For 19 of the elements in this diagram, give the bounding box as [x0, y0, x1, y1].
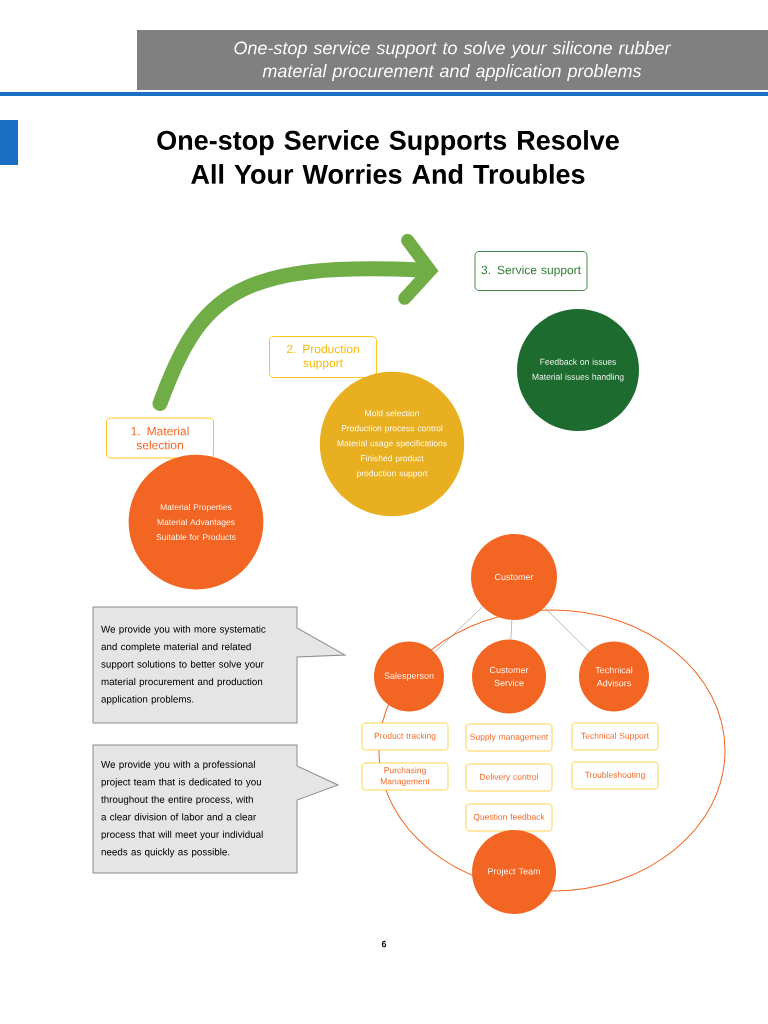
- task-box: Supply management: [465, 723, 553, 752]
- task-box: Troubleshooting: [571, 761, 659, 790]
- title: One-stop Service Supports Resolve All Your Worries And Troubles: [157, 130, 619, 184]
- connector-line: [434, 606, 483, 653]
- connector-line: [544, 607, 590, 652]
- step-box: 3. Service support: [474, 251, 588, 291]
- task-box: Purchasing Management: [361, 762, 449, 791]
- connector-line: [510, 619, 513, 640]
- step-box: 2. Production support: [269, 336, 377, 378]
- task-box: Delivery control: [465, 763, 553, 792]
- task-box: Question feedback: [465, 803, 553, 832]
- page-number: 6: [381, 940, 387, 948]
- callout-box: We provide you with more systematic and complete material and related support solutions to better solve your material procurement and production application problems.: [92, 606, 346, 724]
- curved-arrow: [152, 233, 439, 412]
- step-box: 1. Material selection: [106, 417, 214, 459]
- header-text: One-stop service support to solve your silicone rubber material procurement and application problems: [234, 41, 672, 81]
- task-box: Product tracking: [361, 722, 449, 751]
- callout-box: We provide you with a professional project team that is dedicated to you throughout the entire process, with a clear division of labor and a clear process that will meet your individual needs as quickly as possible.: [92, 744, 339, 874]
- task-box: Technical Support: [571, 722, 659, 751]
